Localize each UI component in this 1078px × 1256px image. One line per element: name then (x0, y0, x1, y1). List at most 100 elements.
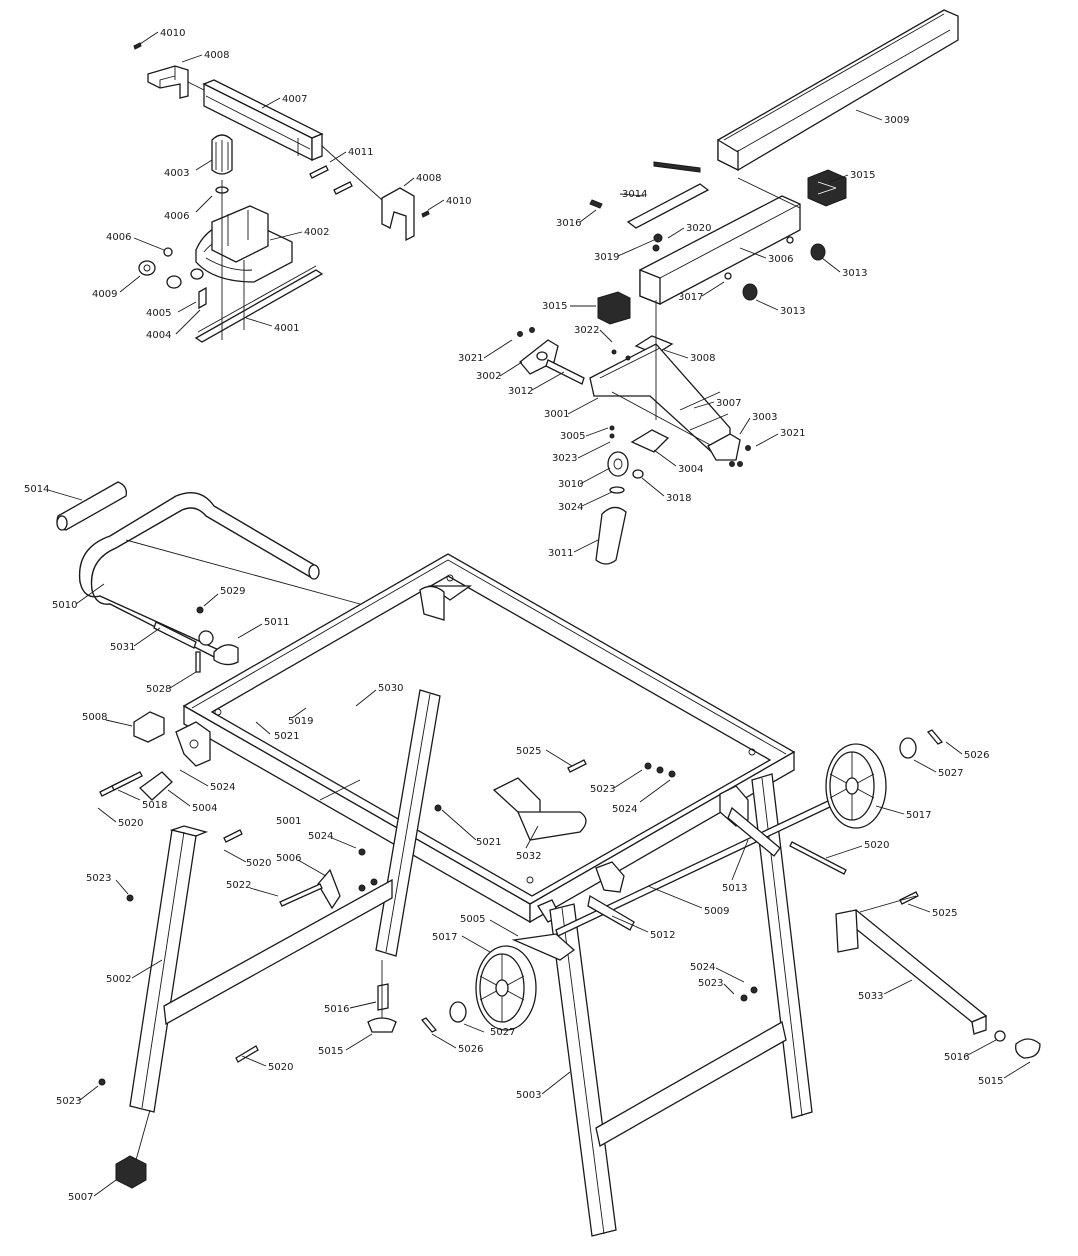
callout-5020-b: 5020 (246, 858, 271, 869)
callout-5023-a: 5023 (590, 784, 615, 795)
callout-5033: 5033 (858, 991, 883, 1002)
part-4002-miter-body (195, 205, 293, 283)
callout-3019: 3019 (594, 252, 619, 263)
callout-3021-b: 3021 (780, 428, 805, 439)
callout-3005: 3005 (560, 431, 585, 442)
callout-3022: 3022 (574, 325, 599, 336)
callout-5022: 5022 (226, 880, 251, 891)
callout-5005: 5005 (460, 914, 485, 925)
callout-3002: 3002 (476, 371, 501, 382)
callout-5017-b: 5017 (432, 932, 457, 943)
callout-4010-a: 4010 (160, 28, 185, 39)
callout-3008: 3008 (690, 353, 715, 364)
callout-3021-a: 3021 (458, 353, 483, 364)
callout-4006-b: 4006 (106, 232, 131, 243)
callout-5032: 5032 (516, 851, 541, 862)
stand-assembly (56, 481, 1041, 1237)
callout-3012: 3012 (508, 386, 533, 397)
part-5002-leg (129, 825, 209, 1113)
callout-3017: 3017 (678, 292, 703, 303)
part-5014-grip (56, 481, 127, 531)
callout-3009: 3009 (884, 115, 909, 126)
callout-4007: 4007 (282, 94, 307, 105)
callout-5027-b: 5027 (490, 1027, 515, 1038)
callout-5029: 5029 (220, 586, 245, 597)
callout-3016: 3016 (556, 218, 581, 229)
callout-3013-b: 3013 (780, 306, 805, 317)
rip-fence-assembly (517, 9, 959, 565)
callout-5026-b: 5026 (458, 1044, 483, 1055)
miter-gauge-assembly (133, 42, 430, 343)
callout-5025-a: 5025 (516, 746, 541, 757)
callout-5019: 5019 (288, 716, 313, 727)
callout-3004: 3004 (678, 464, 703, 475)
callout-5021-b: 5021 (476, 837, 501, 848)
callout-5004: 5004 (192, 803, 217, 814)
part-4008-left (147, 65, 189, 99)
part-4007-fence (202, 79, 324, 162)
callout-4002: 4002 (304, 227, 329, 238)
part-4008-right (381, 187, 415, 242)
callout-5018: 5018 (142, 800, 167, 811)
callout-5006: 5006 (276, 853, 301, 864)
part-5033-leg-extension (835, 909, 988, 1035)
callout-5013: 5013 (722, 883, 747, 894)
callout-5031: 5031 (110, 642, 135, 653)
callout-5008: 5008 (82, 712, 107, 723)
callout-4009: 4009 (92, 289, 117, 300)
callout-3011: 3011 (548, 548, 573, 559)
part-3014-plate (626, 183, 710, 229)
callout-5030: 5030 (378, 683, 403, 694)
callout-5024-c: 5024 (308, 831, 333, 842)
callout-4006-a: 4006 (164, 211, 189, 222)
part-5017-wheel-left (475, 945, 537, 1031)
callout-5009: 5009 (704, 906, 729, 917)
callout-4003: 4003 (164, 168, 189, 179)
callout-4011: 4011 (348, 147, 373, 158)
callout-5014: 5014 (24, 484, 49, 495)
callout-5011: 5011 (264, 617, 289, 628)
callout-5023-c: 5023 (698, 978, 723, 989)
callout-5023-b: 5023 (86, 873, 111, 884)
callout-5024-a: 5024 (210, 782, 235, 793)
callout-5024-b: 5024 (612, 804, 637, 815)
callout-3006: 3006 (768, 254, 793, 265)
callout-5003: 5003 (516, 1090, 541, 1101)
callout-3003: 3003 (752, 412, 777, 423)
callout-5016-a: 5016 (324, 1004, 349, 1015)
callouts: 4010 4008 4007 4011 4003 4008 4010 4006 … (24, 28, 1031, 1203)
callout-5024-d: 5024 (690, 962, 715, 973)
callout-3007: 3007 (716, 398, 741, 409)
callout-5015-b: 5015 (978, 1076, 1003, 1087)
part-5017-wheel-right (825, 743, 887, 829)
callout-3001: 3001 (544, 409, 569, 420)
callout-4005: 4005 (146, 308, 171, 319)
callout-4008-a: 4008 (204, 50, 229, 61)
callout-5027-a: 5027 (938, 768, 963, 779)
callout-3023: 3023 (552, 453, 577, 464)
callout-5010: 5010 (52, 600, 77, 611)
callout-5028: 5028 (146, 684, 171, 695)
callout-5007: 5007 (68, 1192, 93, 1203)
part-4001-miter-bar (194, 265, 324, 343)
callout-5020-a: 5020 (118, 818, 143, 829)
callout-5026-a: 5026 (964, 750, 989, 761)
callout-4001: 4001 (274, 323, 299, 334)
callout-3024: 3024 (558, 502, 583, 513)
callout-3010: 3010 (558, 479, 583, 490)
callout-3020: 3020 (686, 223, 711, 234)
callout-5021-a: 5021 (274, 731, 299, 742)
callout-5025-b: 5025 (932, 908, 957, 919)
part-3006-fence-body (639, 195, 801, 305)
callout-5017-a: 5017 (906, 810, 931, 821)
part-5003-leg (549, 903, 617, 1237)
callout-5001: 5001 (276, 816, 301, 827)
callout-5023-d: 5023 (56, 1096, 81, 1107)
callout-5012: 5012 (650, 930, 675, 941)
part-5010-handle (78, 492, 320, 665)
part-3009-fence-extrusion (717, 9, 959, 172)
callout-4004: 4004 (146, 330, 171, 341)
callout-5015-a: 5015 (318, 1046, 343, 1057)
